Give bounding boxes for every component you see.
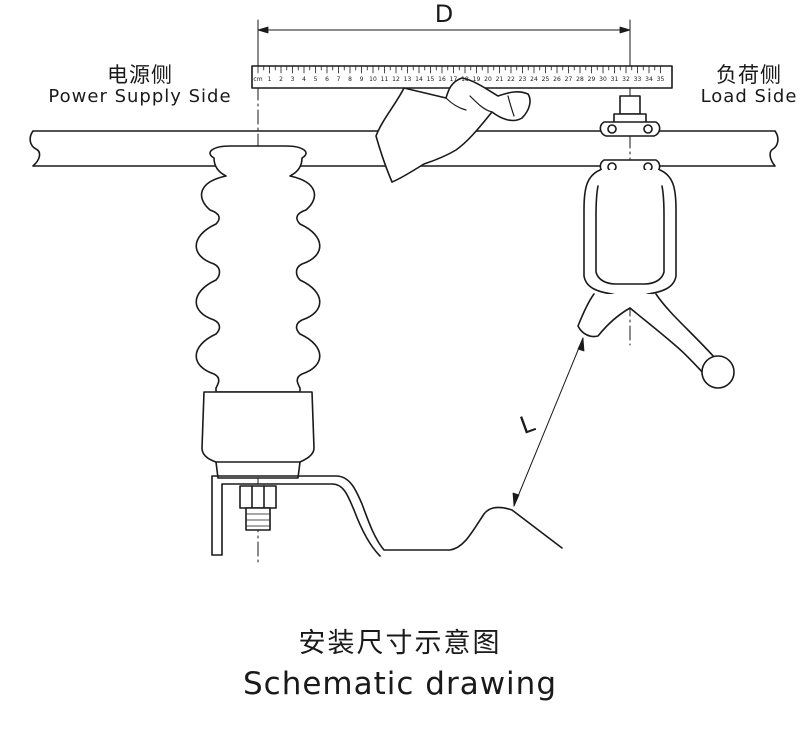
power-supply-side-label: 电源侧 Power Supply Side: [40, 63, 240, 108]
ruler-number: 7: [337, 76, 341, 83]
ruler-number: 23: [519, 76, 527, 83]
ruler-number: 17: [450, 76, 458, 83]
ruler-number: 29: [588, 76, 596, 83]
caption: 安装尺寸示意图 Schematic drawing: [0, 621, 800, 702]
ruler-number: 12: [392, 76, 400, 83]
power-supply-side-cn: 电源侧: [107, 63, 173, 87]
ruler-number: 35: [657, 76, 665, 83]
ruler-number: 3: [291, 76, 295, 83]
hand-finger-lines: [445, 95, 515, 117]
ruler-number: 1: [268, 76, 272, 83]
ruler-number: 28: [576, 76, 584, 83]
ruler-number: 8: [348, 76, 352, 83]
ruler-number: 22: [507, 76, 515, 83]
ruler-number: 11: [381, 76, 389, 83]
insulator: [195, 145, 321, 393]
ruler-number: 20: [484, 76, 492, 83]
load-clamp-bolt: [599, 95, 661, 137]
ruler-number: 16: [438, 76, 446, 83]
caption-title-en: Schematic drawing: [242, 666, 557, 702]
load-side-cn: 负荷侧: [716, 63, 782, 87]
dimension-d-label: D: [435, 0, 453, 28]
power-supply-side-en: Power Supply Side: [48, 86, 232, 108]
ruler-number: 27: [565, 76, 573, 83]
bottom-bolt: [239, 485, 277, 531]
ruler-number: 14: [415, 76, 423, 83]
load-stirrup: [583, 169, 677, 309]
ruler-ticks: [257, 65, 661, 74]
ruler-number: 25: [542, 76, 550, 83]
ruler-number: 6: [325, 76, 329, 83]
ruler-number: cm: [253, 76, 262, 83]
ruler-number: 32: [622, 76, 630, 83]
insulator-base: [201, 391, 315, 479]
ruler-number: 2: [279, 76, 283, 83]
contact-ball: [701, 355, 735, 389]
ruler-number: 10: [369, 76, 377, 83]
ruler-number: 13: [404, 76, 412, 83]
dimension-l: [512, 337, 585, 507]
load-side-label: 负荷侧 Load Side: [698, 63, 800, 108]
ruler-number: 9: [360, 76, 364, 83]
caption-title-cn: 安装尺寸示意图: [298, 628, 502, 659]
dimension-l-label: L: [516, 409, 539, 440]
ruler-number: 31: [611, 76, 619, 83]
ruler-number: 33: [634, 76, 642, 83]
ruler-number: 15: [427, 76, 435, 83]
ruler-number: 4: [302, 76, 306, 83]
load-arm: [577, 293, 723, 379]
ruler-number: 5: [314, 76, 318, 83]
ruler-number: 24: [530, 76, 538, 83]
mounting-bracket: [211, 475, 563, 557]
ruler-number: 30: [599, 76, 607, 83]
ruler-number: 21: [496, 76, 504, 83]
ruler-number: 34: [645, 76, 653, 83]
ruler-number: 18: [461, 76, 469, 83]
load-side-en: Load Side: [700, 86, 798, 108]
ruler-number: 26: [553, 76, 561, 83]
ruler-number: 19: [473, 76, 481, 83]
